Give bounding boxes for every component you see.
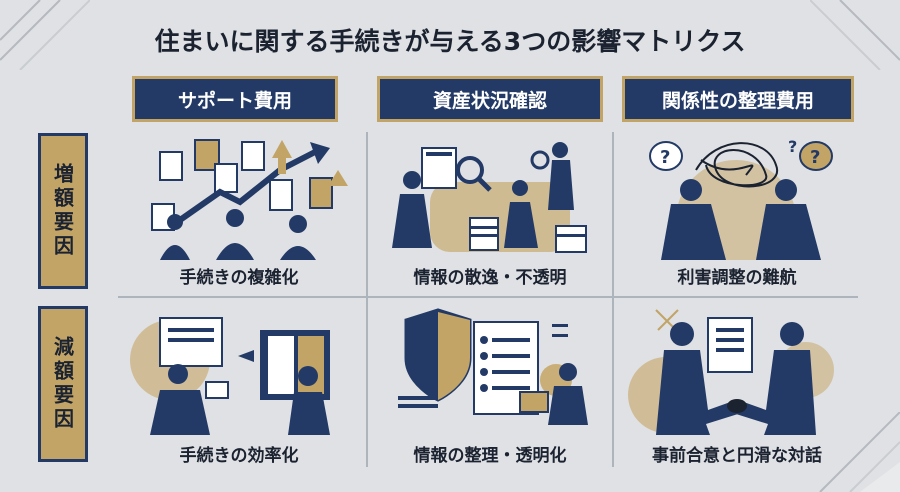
svg-text:?: ? — [660, 147, 670, 168]
matrix-cell-r1-c3: ? ? ? 利害調整の難航 — [616, 130, 858, 295]
people-organized-binder-icon — [130, 317, 330, 435]
handshake-agreement-icon — [628, 309, 834, 435]
column-header-relationship-cost: 関係性の整理費用 — [622, 76, 854, 122]
tangled-discussion-icon: ? ? ? — [649, 137, 833, 260]
page-title: 住まいに関する手続きが与える3つの影響マトリクス — [154, 27, 746, 56]
grid-divider-vertical-2 — [612, 132, 614, 467]
matrix-cell-r1-c1: 手続きの複雑化 — [120, 130, 358, 295]
corner-decoration-top-left — [0, 0, 90, 70]
row-label-increase-text: 増額要因 — [50, 163, 75, 259]
cell-caption-r1-c1: 手続きの複雑化 — [179, 268, 299, 288]
column-header-support-cost: サポート費用 — [132, 76, 338, 122]
svg-text:?: ? — [810, 147, 820, 168]
shield-checklist-person-icon — [398, 308, 588, 425]
column-header-asset-check: 資産状況確認 — [377, 76, 603, 122]
matrix-cell-r2-c3: 事前合意と円滑な対話 — [616, 300, 858, 470]
cell-caption-r1-c2: 情報の散逸・不透明 — [413, 268, 567, 288]
grid-divider-vertical-1 — [366, 132, 368, 467]
cell-caption-r2-c3: 事前合意と円滑な対話 — [652, 446, 822, 466]
corner-decoration-top-right — [810, 0, 900, 70]
row-label-decrease-text: 減額要因 — [50, 336, 75, 432]
cell-caption-r2-c1: 手続きの効率化 — [179, 446, 299, 466]
grid-divider-horizontal — [118, 296, 858, 298]
documents-people-rising-arrows-icon — [151, 139, 348, 260]
corner-decoration-bottom-right — [819, 412, 900, 492]
matrix-cell-r2-c1: 手続きの効率化 — [120, 300, 358, 470]
row-label-increase: 増額要因 — [38, 133, 88, 289]
row-label-decrease: 減額要因 — [38, 306, 88, 462]
people-searching-documents-icon — [392, 142, 587, 253]
matrix-cell-r2-c2: 情報の整理・透明化 — [370, 300, 610, 470]
cell-caption-r1-c3: 利害調整の難航 — [677, 268, 797, 288]
svg-text:?: ? — [788, 137, 797, 156]
cell-caption-r2-c2: 情報の整理・透明化 — [413, 446, 567, 466]
matrix-cell-r1-c2: 情報の散逸・不透明 — [370, 130, 610, 295]
